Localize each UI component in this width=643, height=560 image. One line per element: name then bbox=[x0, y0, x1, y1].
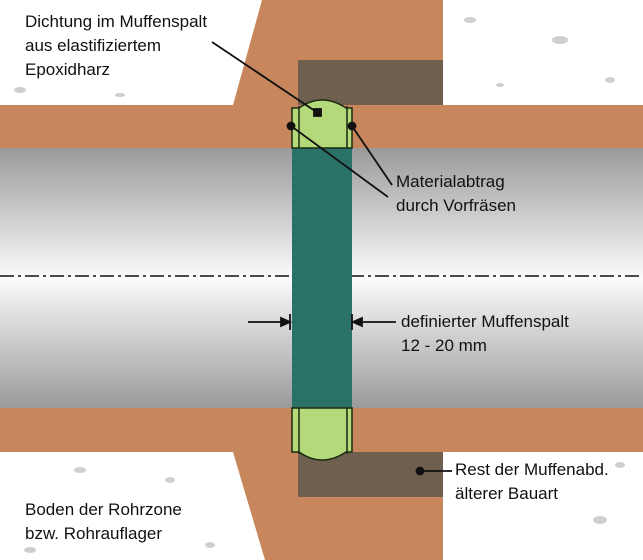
gap-label: definierter Muffenspalt 12 - 20 mm bbox=[401, 310, 569, 358]
seal-label-line-1: Dichtung im Muffenspalt bbox=[25, 12, 208, 31]
gap-label-line-2: 12 - 20 mm bbox=[401, 336, 487, 355]
material-removal-line-1: Materialabtrag bbox=[396, 172, 505, 191]
seal-label: Dichtung im Muffenspalt aus elastifizier… bbox=[25, 10, 207, 82]
gap-label-line-1: definierter Muffenspalt bbox=[401, 312, 569, 331]
soil-label: Boden der Rohrzone bzw. Rohrauflager bbox=[25, 498, 182, 546]
material-removal-label: Materialabtrag durch Vorfräsen bbox=[396, 170, 516, 218]
seal-bottom bbox=[291, 407, 353, 461]
seal-label-line-2: aus elastifiziertem bbox=[25, 36, 162, 55]
old-seal-label-line-2: älterer Bauart bbox=[455, 484, 558, 503]
old-seal-top bbox=[298, 60, 443, 105]
seal-label-line-3: Epoxidharz bbox=[25, 60, 111, 79]
seal-top bbox=[291, 99, 353, 149]
soil-label-line-1: Boden der Rohrzone bbox=[25, 500, 182, 519]
gap-fill bbox=[292, 148, 352, 408]
soil-label-line-2: bzw. Rohrauflager bbox=[25, 524, 163, 543]
old-seal-label: Rest der Muffenabd. älterer Bauart bbox=[455, 458, 609, 506]
material-removal-line-2: durch Vorfräsen bbox=[396, 196, 517, 215]
leader-lines bbox=[211, 41, 452, 476]
soil-specks bbox=[14, 17, 625, 553]
old-seal-label-line-1: Rest der Muffenabd. bbox=[455, 460, 609, 479]
